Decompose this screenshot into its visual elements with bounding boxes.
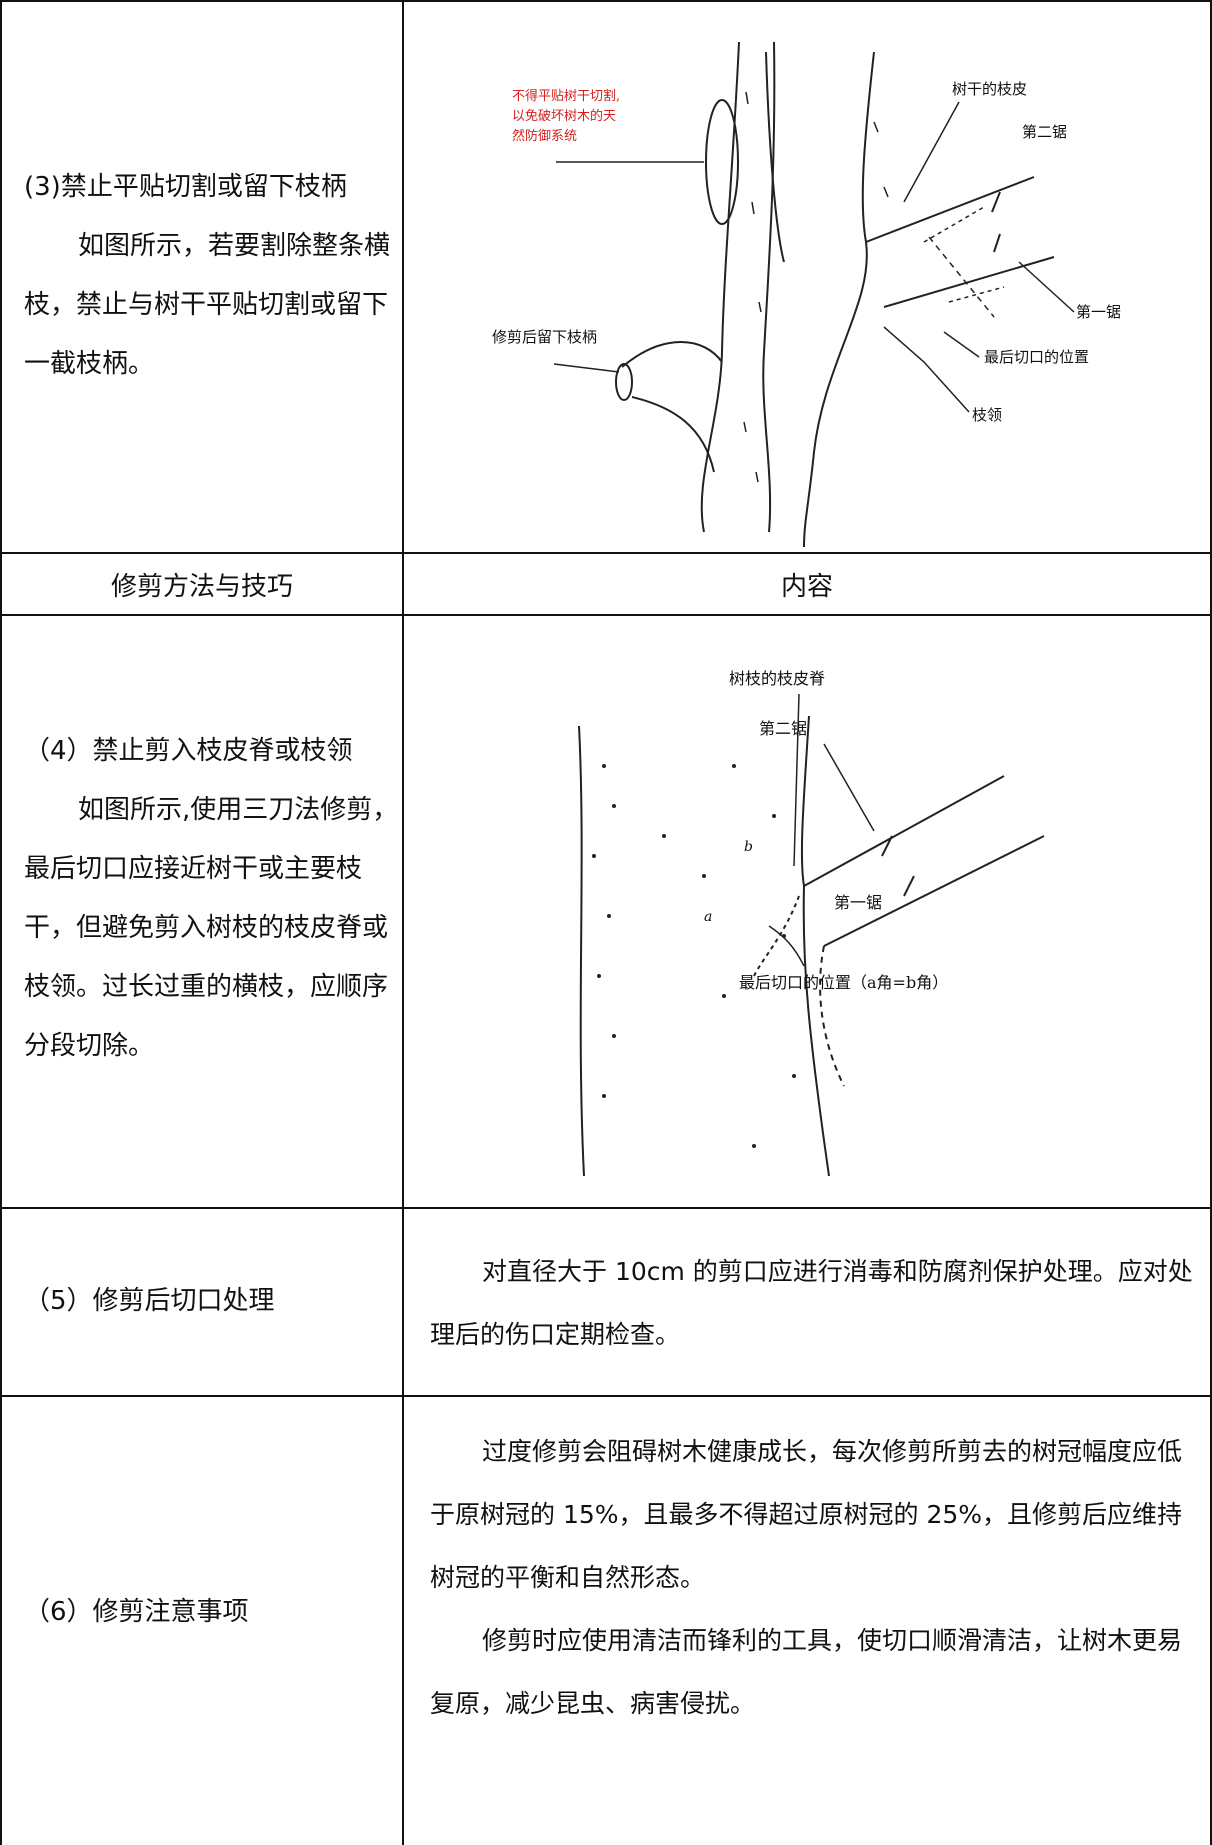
row6-paragraph-2: 修剪时应使用清洁而锋利的工具，使切口顺滑清洁，让树木更易复原，减少昆虫、病害侵扰…	[430, 1626, 1183, 1718]
row5-left-cell: （5）修剪后切口处理	[24, 1272, 404, 1331]
row3-left-tree	[615, 41, 776, 533]
row3-description: 如图所示，若要割除整条横枝，禁止与树干平贴切割或留下一截枝柄。	[24, 231, 391, 379]
row3-figure: 不得平贴树干切割, 以免破坏树木的天 然防御系统 修剪后留下枝柄 树干的枝皮 第…	[492, 41, 1121, 548]
row3-right-tree	[765, 51, 1055, 548]
row3-final-cut-pointer	[943, 331, 980, 358]
row3-red-note-line1: 不得平贴树干切割,	[512, 88, 620, 104]
row3-collar-label: 枝领	[972, 406, 1002, 424]
row4-second-cut-label: 第二锯	[759, 719, 807, 738]
row3-first-saw-mark	[991, 191, 1001, 253]
row4-left-cell: （4）禁止剪入枝皮脊或枝领 如图所示,使用三刀法修剪，最后切口应接近树干或主要枝…	[24, 722, 404, 1076]
header-col1: 修剪方法与技巧	[110, 572, 293, 602]
row3-bark-pointer	[903, 101, 960, 203]
row4-title: （4）禁止剪入枝皮脊或枝领	[24, 736, 353, 766]
row6-content: 过度修剪会阻碍树木健康成长，每次修剪所剪去的树冠幅度应低于原树冠的 15%，且最…	[430, 1420, 1200, 1735]
row6-paragraph-1: 过度修剪会阻碍树木健康成长，每次修剪所剪去的树冠幅度应低于原树冠的 15%，且最…	[430, 1437, 1183, 1592]
row4-final-cut-label: 最后切口的位置（a角=b角）	[739, 973, 948, 992]
row3-left-cell: (3)禁止平贴切割或留下枝柄 如图所示，若要割除整条横枝，禁止与树干平贴切割或留…	[24, 158, 404, 394]
row5-content: 对直径大于 10cm 的剪口应进行消毒和防腐剂保护处理。应对处理后的伤口定期检查…	[430, 1240, 1200, 1366]
row4-trunk	[578, 715, 1045, 1177]
row4-stipple	[592, 764, 796, 1148]
row3-first-cut-label: 第一锯	[1076, 303, 1121, 321]
header-col2: 内容	[780, 572, 833, 602]
row-divider	[0, 1395, 1212, 1397]
table-border-left	[0, 0, 2, 1845]
row4-final-cut-pointer	[768, 925, 805, 967]
row6-title: （6）修剪注意事项	[24, 1597, 249, 1627]
row3-red-note-line3: 然防御系统	[512, 128, 577, 144]
row4-first-cut-label: 第一锯	[834, 893, 882, 912]
table-border-top	[0, 0, 1212, 2]
row3-first-cut-pointer	[1018, 261, 1075, 313]
row6-left-cell: （6）修剪注意事项	[24, 1583, 404, 1642]
row4-angle-a: a	[704, 909, 712, 925]
row4-saw-marks	[881, 835, 915, 897]
row3-stub-pointer	[553, 363, 620, 373]
row5-title: （5）修剪后切口处理	[24, 1286, 275, 1316]
row-divider	[0, 1207, 1212, 1209]
table-column-divider	[402, 0, 404, 1845]
row4-ridge-pointer	[793, 693, 800, 867]
row3-collar-pointer	[883, 326, 970, 413]
row3-final-cut-label: 最后切口的位置	[984, 348, 1089, 366]
row3-stub-label: 修剪后留下枝柄	[492, 328, 597, 346]
row-divider	[0, 614, 1212, 616]
row3-second-cut-label: 第二锯	[1022, 123, 1067, 141]
row4-figure: a b 树枝的枝皮脊 第二锯 第一锯 最后切口的位置（a角=b角）	[578, 669, 1045, 1177]
row4-ridge-label: 树枝的枝皮脊	[729, 669, 825, 688]
row4-description: 如图所示,使用三刀法修剪，最后切口应接近树干或主要枝干，但避免剪入树枝的枝皮脊或…	[24, 795, 399, 1061]
row5-text: 对直径大于 10cm 的剪口应进行消毒和防腐剂保护处理。应对处理后的伤口定期检查…	[430, 1257, 1193, 1349]
table-border-right	[1210, 0, 1212, 1845]
row4-second-cut-pointer	[823, 743, 875, 832]
row3-title: (3)禁止平贴切割或留下枝柄	[24, 172, 347, 202]
row3-bark-label: 树干的枝皮	[952, 80, 1027, 98]
row4-angle-b: b	[744, 839, 753, 855]
row-divider	[0, 552, 1212, 554]
row3-red-note-line2: 以免破坏树木的天	[512, 108, 616, 124]
